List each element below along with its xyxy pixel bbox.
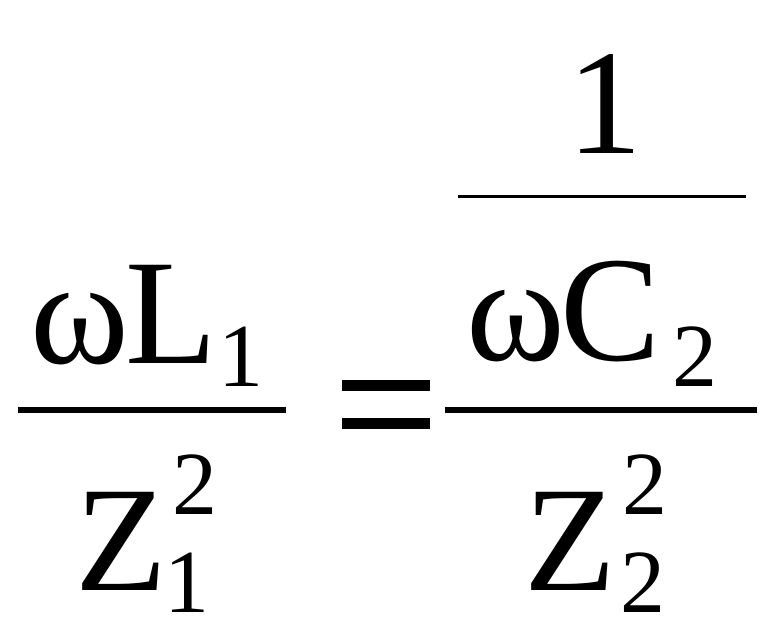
left-denominator-superscript: 2 bbox=[172, 435, 217, 534]
right-denominator-symbol-z: Z bbox=[524, 457, 616, 623]
inner-denominator-symbol-c: C bbox=[560, 227, 661, 393]
left-numerator-symbol-l: L bbox=[125, 230, 217, 396]
left-numerator-subscript: 1 bbox=[218, 307, 263, 406]
left-numerator-omega: ω bbox=[30, 230, 129, 396]
left-fraction-bar bbox=[18, 407, 286, 413]
equals-bar-bottom bbox=[342, 418, 430, 429]
inner-denominator-subscript: 2 bbox=[672, 307, 717, 406]
right-fraction-bar bbox=[445, 407, 757, 413]
right-denominator-superscript: 2 bbox=[622, 435, 667, 534]
inner-denominator-omega: ω bbox=[466, 227, 565, 393]
left-denominator-subscript: 1 bbox=[164, 533, 209, 632]
equals-bar-top bbox=[342, 380, 430, 391]
right-denominator-subscript: 2 bbox=[620, 533, 665, 632]
inner-fraction-bar bbox=[458, 195, 746, 198]
right-numerator-one: 1 bbox=[567, 20, 642, 186]
left-denominator-symbol-z: Z bbox=[75, 457, 167, 623]
